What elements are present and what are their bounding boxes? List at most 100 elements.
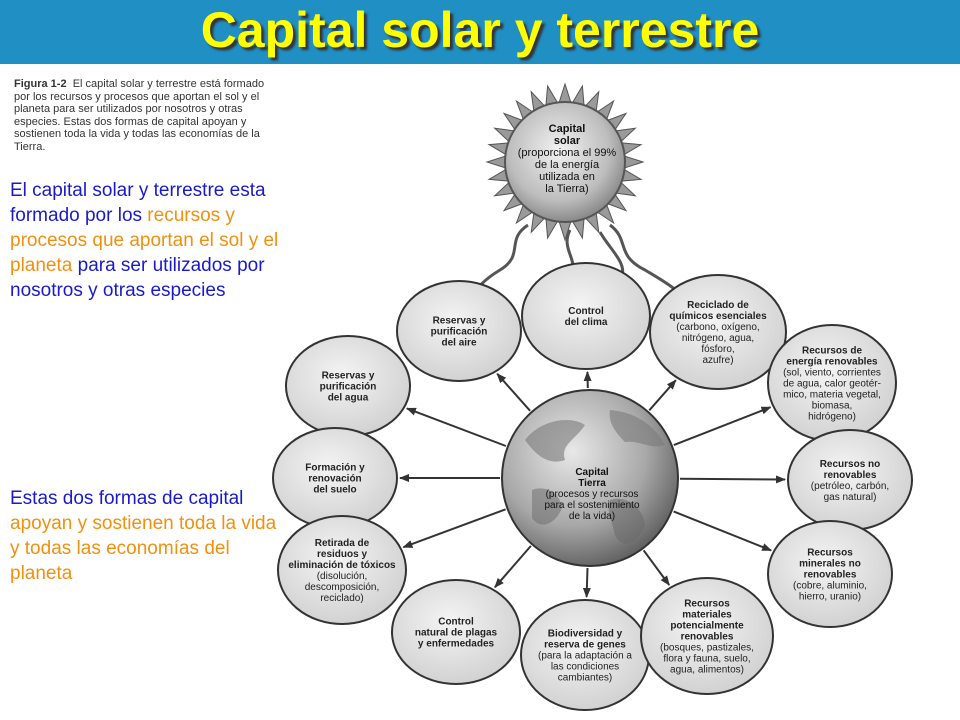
nodes.5.bold-line: renovación xyxy=(308,474,361,485)
nodes.4.normal-line: (sol, viento, corrientes xyxy=(783,368,881,379)
paragraph1-part1: El capital solar y terrestre esta formad… xyxy=(10,180,266,226)
nodes.9.bold-line: y enfermedades xyxy=(418,639,495,650)
nodes.9.bold-line: natural de plagas xyxy=(415,628,498,639)
nodes.10.normal-line: (para la adaptación a xyxy=(538,651,632,662)
nodes.9.bold-line: Control xyxy=(438,617,474,628)
arrow-materiales xyxy=(642,549,671,586)
paragraph-support: Estas dos formas de capital apoyan y sos… xyxy=(10,486,285,586)
nodes.0.bold-line: del aire xyxy=(441,338,476,349)
paragraph-definition: El capital solar y terrestre esta formad… xyxy=(10,178,285,303)
nodes.3.bold-line: Reservas y xyxy=(322,371,375,382)
nodes.2.normal-line: fósforo, xyxy=(701,344,734,355)
node-ellipse xyxy=(396,280,522,382)
nodes.4.normal-line: mico, materia vegetal, xyxy=(783,390,881,401)
nodes.7.normal-line: reciclado) xyxy=(320,593,363,604)
nodes.4.normal-line: biomasa, xyxy=(812,401,853,412)
node-materiales: Recursosmaterialespotencialmenterenovabl… xyxy=(640,577,774,695)
paragraph2-part1: Estas dos formas de capital xyxy=(10,488,244,509)
nodes.8.bold-line: Recursos xyxy=(807,548,853,559)
nodes.5.bold-line: Formación y xyxy=(305,463,365,474)
nodes.0.bold-line: Reservas y xyxy=(433,316,486,327)
node-ellipse xyxy=(649,274,787,390)
arrow-no-renovables xyxy=(679,475,786,484)
nodes.2.bold-line: Reciclado de xyxy=(687,300,749,311)
nodes.10.normal-line: cambiantes) xyxy=(558,673,612,684)
nodes.7.normal-line: descomposición, xyxy=(305,582,379,593)
nodes.11.normal-line: flora y fauna, suelo, xyxy=(663,654,750,665)
nodes.4.bold-line: Recursos de xyxy=(802,346,862,357)
earth-label-line: para el sostenimiento xyxy=(544,500,639,511)
arrow-reciclado xyxy=(648,379,677,411)
nodes.7.bold-line: residuos y xyxy=(317,549,367,560)
earth-label-line: (procesos y recursos xyxy=(546,489,639,500)
nodes.3.bold-line: del agua xyxy=(328,393,369,404)
nodes.11.normal-line: (bosques, pastizales, xyxy=(660,643,754,654)
arrow-biodiversidad xyxy=(582,567,591,598)
sun-label-line: (proporciona el 99% xyxy=(518,147,617,159)
nodes.2.normal-line: nitrógeno, agua, xyxy=(682,333,754,344)
nodes.7.bold-line: eliminación de tóxicos xyxy=(288,560,396,571)
arrow-reservas-agua xyxy=(405,407,507,447)
caption-text: El capital solar y terrestre está formad… xyxy=(14,78,265,153)
earth-label-line: de la vida) xyxy=(569,511,615,522)
nodes.11.normal-line: agua, alimentos) xyxy=(670,665,744,676)
nodes.0.bold-line: purificación xyxy=(431,327,488,338)
arrow-control-plagas xyxy=(494,545,532,589)
node-ellipse xyxy=(767,520,893,628)
sun-label-line: Capital xyxy=(549,123,586,135)
earth-label-line: Capital xyxy=(575,467,609,478)
nodes.1.bold-line: del clima xyxy=(565,317,608,328)
nodes.8.bold-line: minerales no xyxy=(799,559,861,570)
sun-label-line: utilizada en xyxy=(539,171,595,183)
nodes.5.bold-line: del suelo xyxy=(313,485,356,496)
paragraph1-part2: recursos y procesos que aportan el sol y… xyxy=(10,205,279,276)
nodes.4.normal-line: hidrógeno) xyxy=(808,412,856,423)
node-ellipse xyxy=(640,577,774,695)
nodes.10.bold-line: reserva de genes xyxy=(544,640,626,651)
nodes.6.bold-line: Recursos no xyxy=(820,459,881,470)
nodes.2.normal-line: azufre) xyxy=(702,355,733,366)
sun-label-line: solar xyxy=(554,135,581,147)
arrow-connectors xyxy=(399,371,786,598)
sun-label-line: de la energía xyxy=(535,159,600,171)
node-ellipse xyxy=(521,262,651,370)
nodes.8.bold-line: renovables xyxy=(804,570,857,581)
figure-caption: Figura 1-2 El capital solar y terrestre … xyxy=(14,78,276,154)
nodes.6.normal-line: (petróleo, carbón, xyxy=(811,481,889,492)
nodes.2.normal-line: (carbono, oxígeno, xyxy=(676,322,759,333)
paragraph2-part2: apoyan y sostienen toda la vida y todas … xyxy=(10,513,277,584)
earth-label-line: Tierra xyxy=(578,478,606,489)
nodes.4.bold-line: energía renovables xyxy=(786,357,878,368)
nodes.1.bold-line: Control xyxy=(568,306,604,317)
nodes.8.normal-line: hierro, uranio) xyxy=(799,592,861,603)
nodes.8.normal-line: (cobre, aluminio, xyxy=(793,581,867,592)
paragraph1-part3: para ser utilizados por nosotros y otras… xyxy=(10,255,265,301)
nodes.7.normal-line: (disolución, xyxy=(317,571,368,582)
arrow-minerales xyxy=(673,510,773,552)
node-ellipse xyxy=(391,579,521,685)
nodes.6.normal-line: gas natural) xyxy=(824,492,877,503)
slide-title: Capital solar y terrestre xyxy=(200,2,760,58)
caption-label: Figura 1-2 xyxy=(14,78,67,90)
arrow-energia-renovable xyxy=(673,406,772,447)
title-bar xyxy=(0,0,960,64)
nodes.11.bold-line: potencialmente xyxy=(670,621,744,632)
nodes.3.bold-line: purificación xyxy=(320,382,377,393)
nodes.2.bold-line: químicos esenciales xyxy=(669,311,767,322)
node-ellipse xyxy=(277,515,407,625)
nodes.10.normal-line: las condiciones xyxy=(551,662,619,673)
